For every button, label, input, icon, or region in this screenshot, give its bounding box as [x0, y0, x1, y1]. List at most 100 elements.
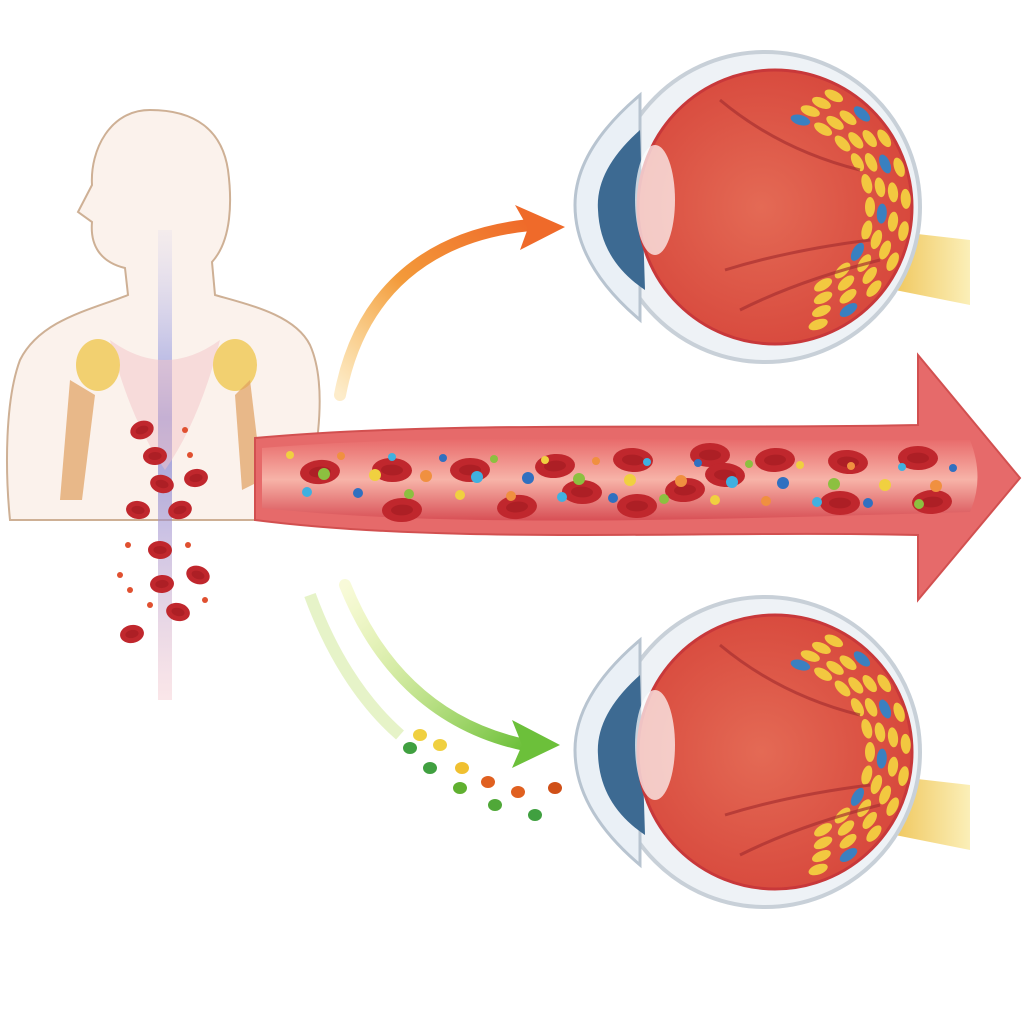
particle — [863, 498, 873, 508]
retinal-deposit — [812, 305, 831, 318]
particle — [453, 782, 467, 794]
retinal-deposit — [834, 135, 851, 152]
retinal-deposit — [850, 698, 865, 717]
blood-cell — [828, 449, 868, 475]
particle — [471, 471, 483, 483]
retinal-deposit — [877, 129, 892, 148]
retinal-deposit — [790, 114, 811, 126]
retinal-deposit — [876, 748, 887, 769]
particle — [659, 494, 669, 504]
particle — [930, 480, 942, 492]
retinal-deposit — [839, 833, 857, 849]
retinal-deposit — [790, 659, 811, 671]
particle — [592, 457, 600, 465]
retinal-deposit — [861, 765, 873, 785]
retinal-deposit — [874, 177, 886, 198]
blood-vessel-arrow-icon — [254, 352, 1022, 603]
blood-cell — [143, 446, 167, 466]
particle — [369, 469, 381, 481]
retinal-deposit — [900, 733, 911, 754]
particle — [573, 473, 585, 485]
retinal-deposit — [808, 318, 828, 331]
retinal-deposit — [893, 702, 905, 722]
retinal-deposit — [861, 719, 873, 739]
blood-cell — [130, 420, 154, 440]
curved-arrow-down-icon — [304, 579, 560, 768]
blood-cell — [126, 500, 150, 520]
blood-cell — [382, 497, 422, 523]
retinal-deposit — [879, 240, 892, 260]
retinal-deposit — [887, 727, 899, 748]
particle — [777, 477, 789, 489]
lens — [597, 675, 645, 835]
blood-cell — [148, 540, 172, 560]
right-shoulder-joint — [213, 339, 257, 391]
particle — [286, 451, 294, 459]
retinal-deposit — [850, 153, 865, 172]
particle — [423, 762, 437, 774]
retinal-deposit — [898, 221, 909, 241]
retinal-deposit — [826, 115, 844, 130]
retinal-deposit — [870, 229, 883, 250]
blood-cell — [120, 624, 144, 644]
retinal-deposit — [837, 820, 855, 836]
particle — [608, 493, 618, 503]
particle — [522, 472, 534, 484]
particle — [761, 496, 771, 506]
particle — [125, 542, 131, 548]
retinal-deposit — [886, 252, 899, 271]
retinal-deposit — [834, 680, 851, 697]
particle — [528, 809, 542, 821]
retinal-deposit — [874, 722, 886, 743]
particle — [488, 799, 502, 811]
retinal-deposit — [800, 105, 820, 117]
retinal-deposit — [839, 303, 858, 318]
retinal-deposit — [862, 675, 877, 693]
retinal-deposit — [865, 197, 875, 217]
retinal-deposit — [813, 291, 833, 305]
retinal-deposit — [870, 774, 883, 795]
eye-cross-section-bottom — [573, 595, 970, 909]
retinal-deposit — [826, 660, 844, 675]
particle — [413, 729, 427, 741]
particle — [117, 572, 123, 578]
particle — [147, 602, 153, 608]
blood-cell — [372, 457, 412, 483]
retinal-deposit — [813, 836, 833, 850]
human-torso-icon — [6, 108, 321, 700]
particle — [828, 478, 840, 490]
retinal-deposit — [850, 787, 865, 806]
retinal-deposit — [824, 634, 844, 648]
retinal-deposit — [848, 132, 864, 149]
particle — [914, 499, 924, 509]
particle — [812, 497, 822, 507]
retinal-deposit — [824, 89, 844, 103]
lens — [597, 130, 645, 290]
retinal-deposit — [808, 863, 828, 876]
retinal-deposit — [814, 278, 833, 292]
retinal-deposit — [862, 811, 877, 829]
retinal-deposit — [864, 153, 878, 172]
retinal-deposit — [850, 242, 865, 261]
particle — [511, 786, 525, 798]
particle — [490, 455, 498, 463]
retinal-deposit — [839, 848, 858, 863]
blood-cell — [820, 491, 860, 515]
particle — [847, 462, 855, 470]
nutrient-particles — [403, 729, 562, 821]
highlight — [635, 690, 675, 800]
retinal-deposit — [812, 96, 831, 109]
falling-blood-cells — [117, 420, 210, 644]
particle — [185, 542, 191, 548]
blood-cell — [150, 474, 174, 494]
particle — [879, 479, 891, 491]
retinal-deposit — [814, 823, 833, 837]
blood-cell — [665, 477, 705, 503]
particle — [796, 461, 804, 469]
particle — [506, 491, 516, 501]
retinal-deposit — [853, 651, 871, 667]
retinal-deposit — [862, 130, 877, 148]
retinal-deposit — [887, 211, 899, 232]
retinal-deposit — [879, 785, 892, 805]
